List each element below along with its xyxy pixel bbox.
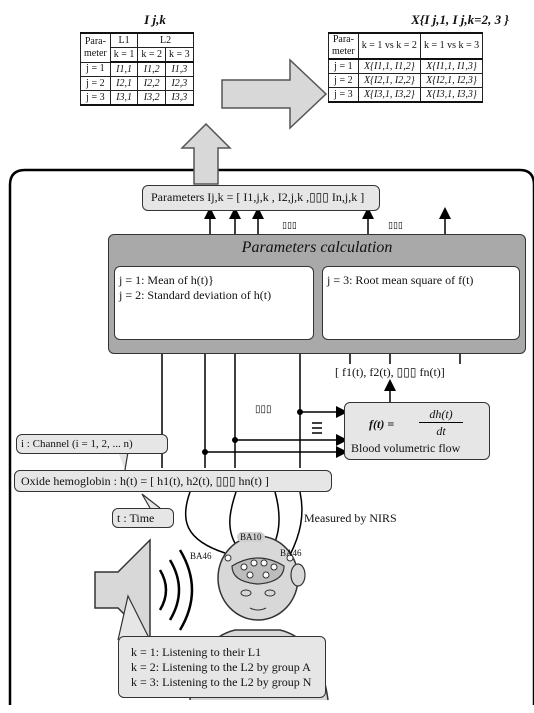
table-cell: I1,2	[137, 61, 167, 77]
blood-flow-box: f(t) = dh(t) dt Blood volumetric flow	[344, 402, 490, 460]
table-cell: I1,3	[165, 61, 194, 77]
big-right-arrow	[221, 58, 328, 130]
calc-line-rms: j = 3: Root mean square of f(t)	[327, 273, 474, 287]
table-row: j = 3 X{I3,1, I3,2} X{I3,1, I3,3}	[328, 87, 484, 103]
calc-line-mean: j = 1: Mean of h(t)}	[119, 273, 214, 287]
big-up-arrow	[180, 122, 232, 185]
table-cell: I2,2	[137, 76, 167, 91]
time-callout: t : Time	[112, 508, 174, 528]
table-row: j = 2 X{I2,1, I2,2} X{I2,1, I2,3}	[328, 73, 484, 88]
left-table: Para-meter L1 L2 k = 1 k = 2 k = 3 j = 1…	[80, 32, 194, 106]
left-header-l2: L2	[137, 32, 194, 48]
table-cell: j = 2	[80, 76, 111, 91]
table-cell: I3,2	[137, 90, 167, 106]
table-cell: X{I3,1, I3,3}	[419, 87, 484, 103]
channel-callout: i : Channel (i = 1, 2, ... n)	[16, 434, 168, 454]
calc-right-panel: j = 3: Root mean square of f(t)	[322, 266, 520, 340]
f-list: [ f1(t), f2(t), ▯▯▯ fn(t)]	[335, 365, 445, 379]
svg-text:▯▯▯: ▯▯▯	[282, 221, 297, 231]
flow-caption: Blood volumetric flow	[351, 441, 461, 455]
speaker-icon	[94, 538, 194, 642]
right-header-k1k2: k = 1 vs k = 2	[357, 32, 421, 60]
table-cell: j = 2	[328, 73, 359, 88]
table-cell: I3,3	[165, 90, 194, 106]
calc-title: Parameters calculation	[241, 239, 393, 256]
table-cell: X{I2,1, I2,3}	[419, 73, 484, 88]
table-cell: X{I2,1, I2,2}	[357, 73, 421, 88]
condition-k2: k = 2: Listening to the L2 by group A	[131, 660, 311, 674]
left-header-param: Para-meter	[80, 32, 111, 63]
table-cell: I2,3	[165, 76, 194, 91]
table-row: j = 3 I3,1 I3,2 I3,3	[80, 90, 194, 106]
channel-dots: ▯▯▯	[255, 404, 272, 415]
right-table: Para-meter k = 1 vs k = 2 k = 1 vs k = 3…	[328, 32, 484, 103]
table-cell: j = 3	[328, 87, 359, 103]
left-header-l1: L1	[109, 32, 139, 48]
ba46-right-label: BA46	[280, 548, 302, 558]
table-row: j = 2 I2,1 I2,2 I2,3	[80, 76, 194, 91]
calc-left-panel: j = 1: Mean of h(t)} j = 2: Standard dev…	[114, 266, 314, 340]
table-cell: X{I1,1, I1,3}	[419, 58, 484, 74]
nirs-label: Measured by NIRS	[304, 511, 397, 525]
outer-frame	[8, 168, 534, 705]
left-header-k2: k = 2	[137, 47, 167, 63]
condition-callout: k = 1: Listening to their L1 k = 2: List…	[118, 636, 326, 698]
svg-text:▯▯▯: ▯▯▯	[388, 221, 403, 231]
table-row: j = 1 X{I1,1, I1,2} X{I1,1, I1,3}	[328, 58, 484, 74]
table-cell: I3,1	[109, 90, 139, 106]
table-cell: I1,1	[109, 61, 139, 77]
table-cell: j = 1	[80, 61, 111, 77]
parameters-box: Parameters Ij,k = [ I1,j,k , I2,j,k ,▯▯▯…	[142, 185, 380, 211]
oxide-hemoglobin-box: Oxide hemoglobin : h(t) = [ h1(t), h2(t)…	[14, 470, 332, 492]
left-table-title: I j,k	[144, 12, 166, 27]
flow-denominator: dt	[436, 424, 446, 438]
right-header-k1k3: k = 1 vs k = 3	[419, 32, 484, 60]
table-cell: j = 3	[80, 90, 111, 106]
condition-k1: k = 1: Listening to their L1	[131, 645, 262, 659]
ba46-left-label: BA46	[190, 551, 212, 561]
left-header-k1: k = 1	[109, 47, 139, 63]
ba10-label: BA10	[237, 532, 265, 542]
table-cell: X{I3,1, I3,2}	[357, 87, 421, 103]
condition-k3: k = 3: Listening to the L2 by group N	[131, 675, 312, 689]
flow-numerator: dh(t)	[419, 407, 463, 423]
left-header-k3: k = 3	[165, 47, 194, 63]
table-row: j = 1 I1,1 I1,2 I1,3	[80, 61, 194, 77]
calc-line-std: j = 2: Standard deviation of h(t)	[119, 288, 272, 302]
table-cell: j = 1	[328, 58, 359, 74]
right-table-title: X{I j,1, I j,k=2, 3 }	[411, 12, 509, 27]
flow-lhs: f(t) =	[369, 417, 395, 431]
table-cell: X{I1,1, I1,2}	[357, 58, 421, 74]
right-header-param: Para-meter	[328, 32, 359, 60]
table-cell: I2,1	[109, 76, 139, 91]
